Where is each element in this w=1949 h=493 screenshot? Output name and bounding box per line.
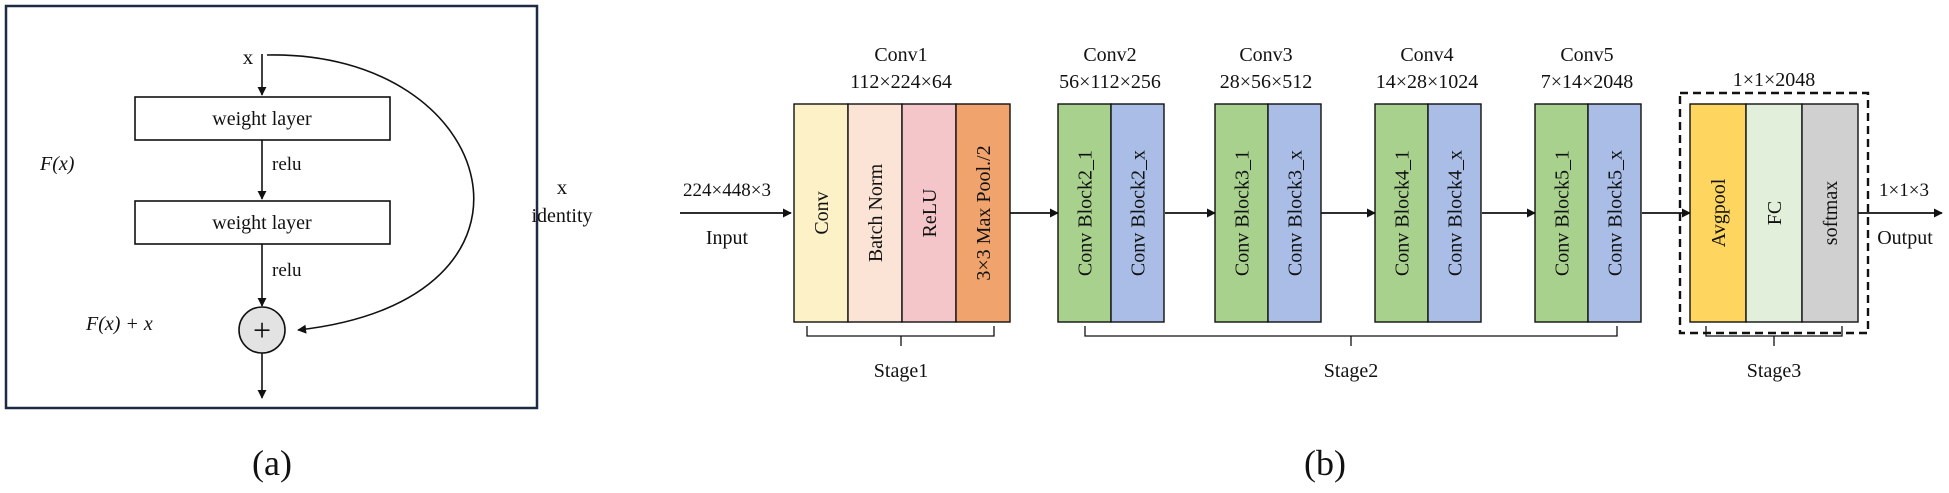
cell-conv-block5-x (1587, 103, 1642, 323)
cell-fc (1745, 103, 1803, 323)
cell-label-fc: FC (1764, 201, 1786, 225)
conv3-block: Conv Block3_1 Conv Block3_x (1214, 103, 1322, 323)
conv5-dim: 7×14×2048 (1541, 71, 1634, 93)
head-dim: 1×1×2048 (1733, 69, 1816, 91)
cell-3-3-max-pool-2 (955, 103, 1011, 323)
conv1-title: Conv1 (874, 44, 927, 66)
stage1-brace (806, 326, 995, 346)
conv5-block: Conv Block5_1 Conv Block5_x (1534, 103, 1642, 323)
cell-label-relu: ReLU (919, 188, 941, 237)
cell-label-conv-block5-x: Conv Block5_x (1605, 150, 1627, 276)
conv3-title: Conv3 (1239, 44, 1292, 66)
conv2-dim: 56×112×256 (1059, 71, 1161, 93)
plus-icon: + (253, 312, 271, 348)
fx-label: F(x) (39, 153, 75, 175)
identity-x-label: x (557, 175, 568, 199)
caption-b: (b) (1304, 443, 1346, 483)
stage1-label: Stage1 (874, 360, 928, 382)
cell-label-conv-block5-1: Conv Block5_1 (1552, 150, 1574, 276)
cell-conv-block2-1 (1057, 103, 1112, 323)
input-x-label: x (243, 45, 254, 69)
cell-label-batch-norm: Batch Norm (865, 163, 887, 262)
cell-label-avgpool: Avgpool (1708, 178, 1730, 247)
panel-b: 224×448×3 Input Conv1 112×224×64 Conv Bat… (680, 44, 1943, 382)
cell-conv-block3-x (1267, 103, 1322, 323)
output-dim-label: 1×1×3 (1879, 180, 1929, 201)
weight-layer-2 (134, 200, 391, 245)
conv4-dim: 14×28×1024 (1376, 71, 1479, 93)
conv2-title: Conv2 (1083, 44, 1136, 66)
cell-label-3-3-max-pool-2: 3×3 Max Pool./2 (973, 145, 995, 280)
cell-softmax (1801, 103, 1859, 323)
relu-2-label: relu (272, 260, 302, 281)
cell-label-softmax: softmax (1820, 181, 1842, 245)
conv5-title: Conv5 (1560, 44, 1613, 66)
cell-conv-block3-1 (1214, 103, 1269, 323)
cell-relu (901, 103, 957, 323)
cell-conv (793, 103, 849, 323)
input-dim-label: 224×448×3 (683, 180, 771, 201)
cell-label-conv-block2-1: Conv Block2_1 (1075, 150, 1097, 276)
conv4-block: Conv Block4_1 Conv Block4_x (1374, 103, 1482, 323)
cell-label-conv-block2-x: Conv Block2_x (1128, 150, 1150, 276)
conv2-block: Conv Block2_1 Conv Block2_x (1057, 103, 1165, 323)
weight-layer-1-label: weight layer (212, 108, 312, 130)
relu-1-label: relu (272, 154, 302, 175)
weight-layer-1 (134, 96, 391, 141)
cell-conv-block4-x (1427, 103, 1482, 323)
sum-label: F(x) + x (85, 313, 153, 335)
panel-a: x weight layer relu F(x) x identity weig… (4, 4, 593, 410)
cell-label-conv: Conv (811, 191, 833, 234)
input-label: Input (706, 227, 749, 249)
conv3-dim: 28×56×512 (1220, 71, 1313, 93)
cell-label-conv-block3-1: Conv Block3_1 (1232, 150, 1254, 276)
cell-label-conv-block4-1: Conv Block4_1 (1392, 150, 1414, 276)
weight-layer-2-label: weight layer (212, 212, 312, 234)
head-dashed-frame (1678, 91, 1870, 335)
output-label: Output (1877, 227, 1933, 249)
cell-label-conv-block3-x: Conv Block3_x (1285, 150, 1307, 276)
conv4-title: Conv4 (1400, 44, 1453, 66)
stage2-brace (1084, 326, 1618, 346)
stage3-label: Stage3 (1747, 360, 1801, 382)
identity-shortcut-arrow (266, 54, 475, 334)
conv1-block: Conv Batch Norm ReLU 3×3 Max Pool./2 (793, 103, 1011, 323)
identity-label: identity (531, 205, 592, 227)
caption-a: (a) (252, 443, 292, 483)
stage3-brace (1705, 326, 1843, 346)
cell-batch-norm (847, 103, 903, 323)
head-block: Avgpool FC softmax (1689, 103, 1859, 323)
cell-conv-block5-1 (1534, 103, 1589, 323)
cell-label-conv-block4-x: Conv Block4_x (1445, 150, 1467, 276)
conv1-dim: 112×224×64 (850, 71, 952, 93)
stage2-label: Stage2 (1324, 360, 1378, 382)
cell-conv-block2-x (1110, 103, 1165, 323)
